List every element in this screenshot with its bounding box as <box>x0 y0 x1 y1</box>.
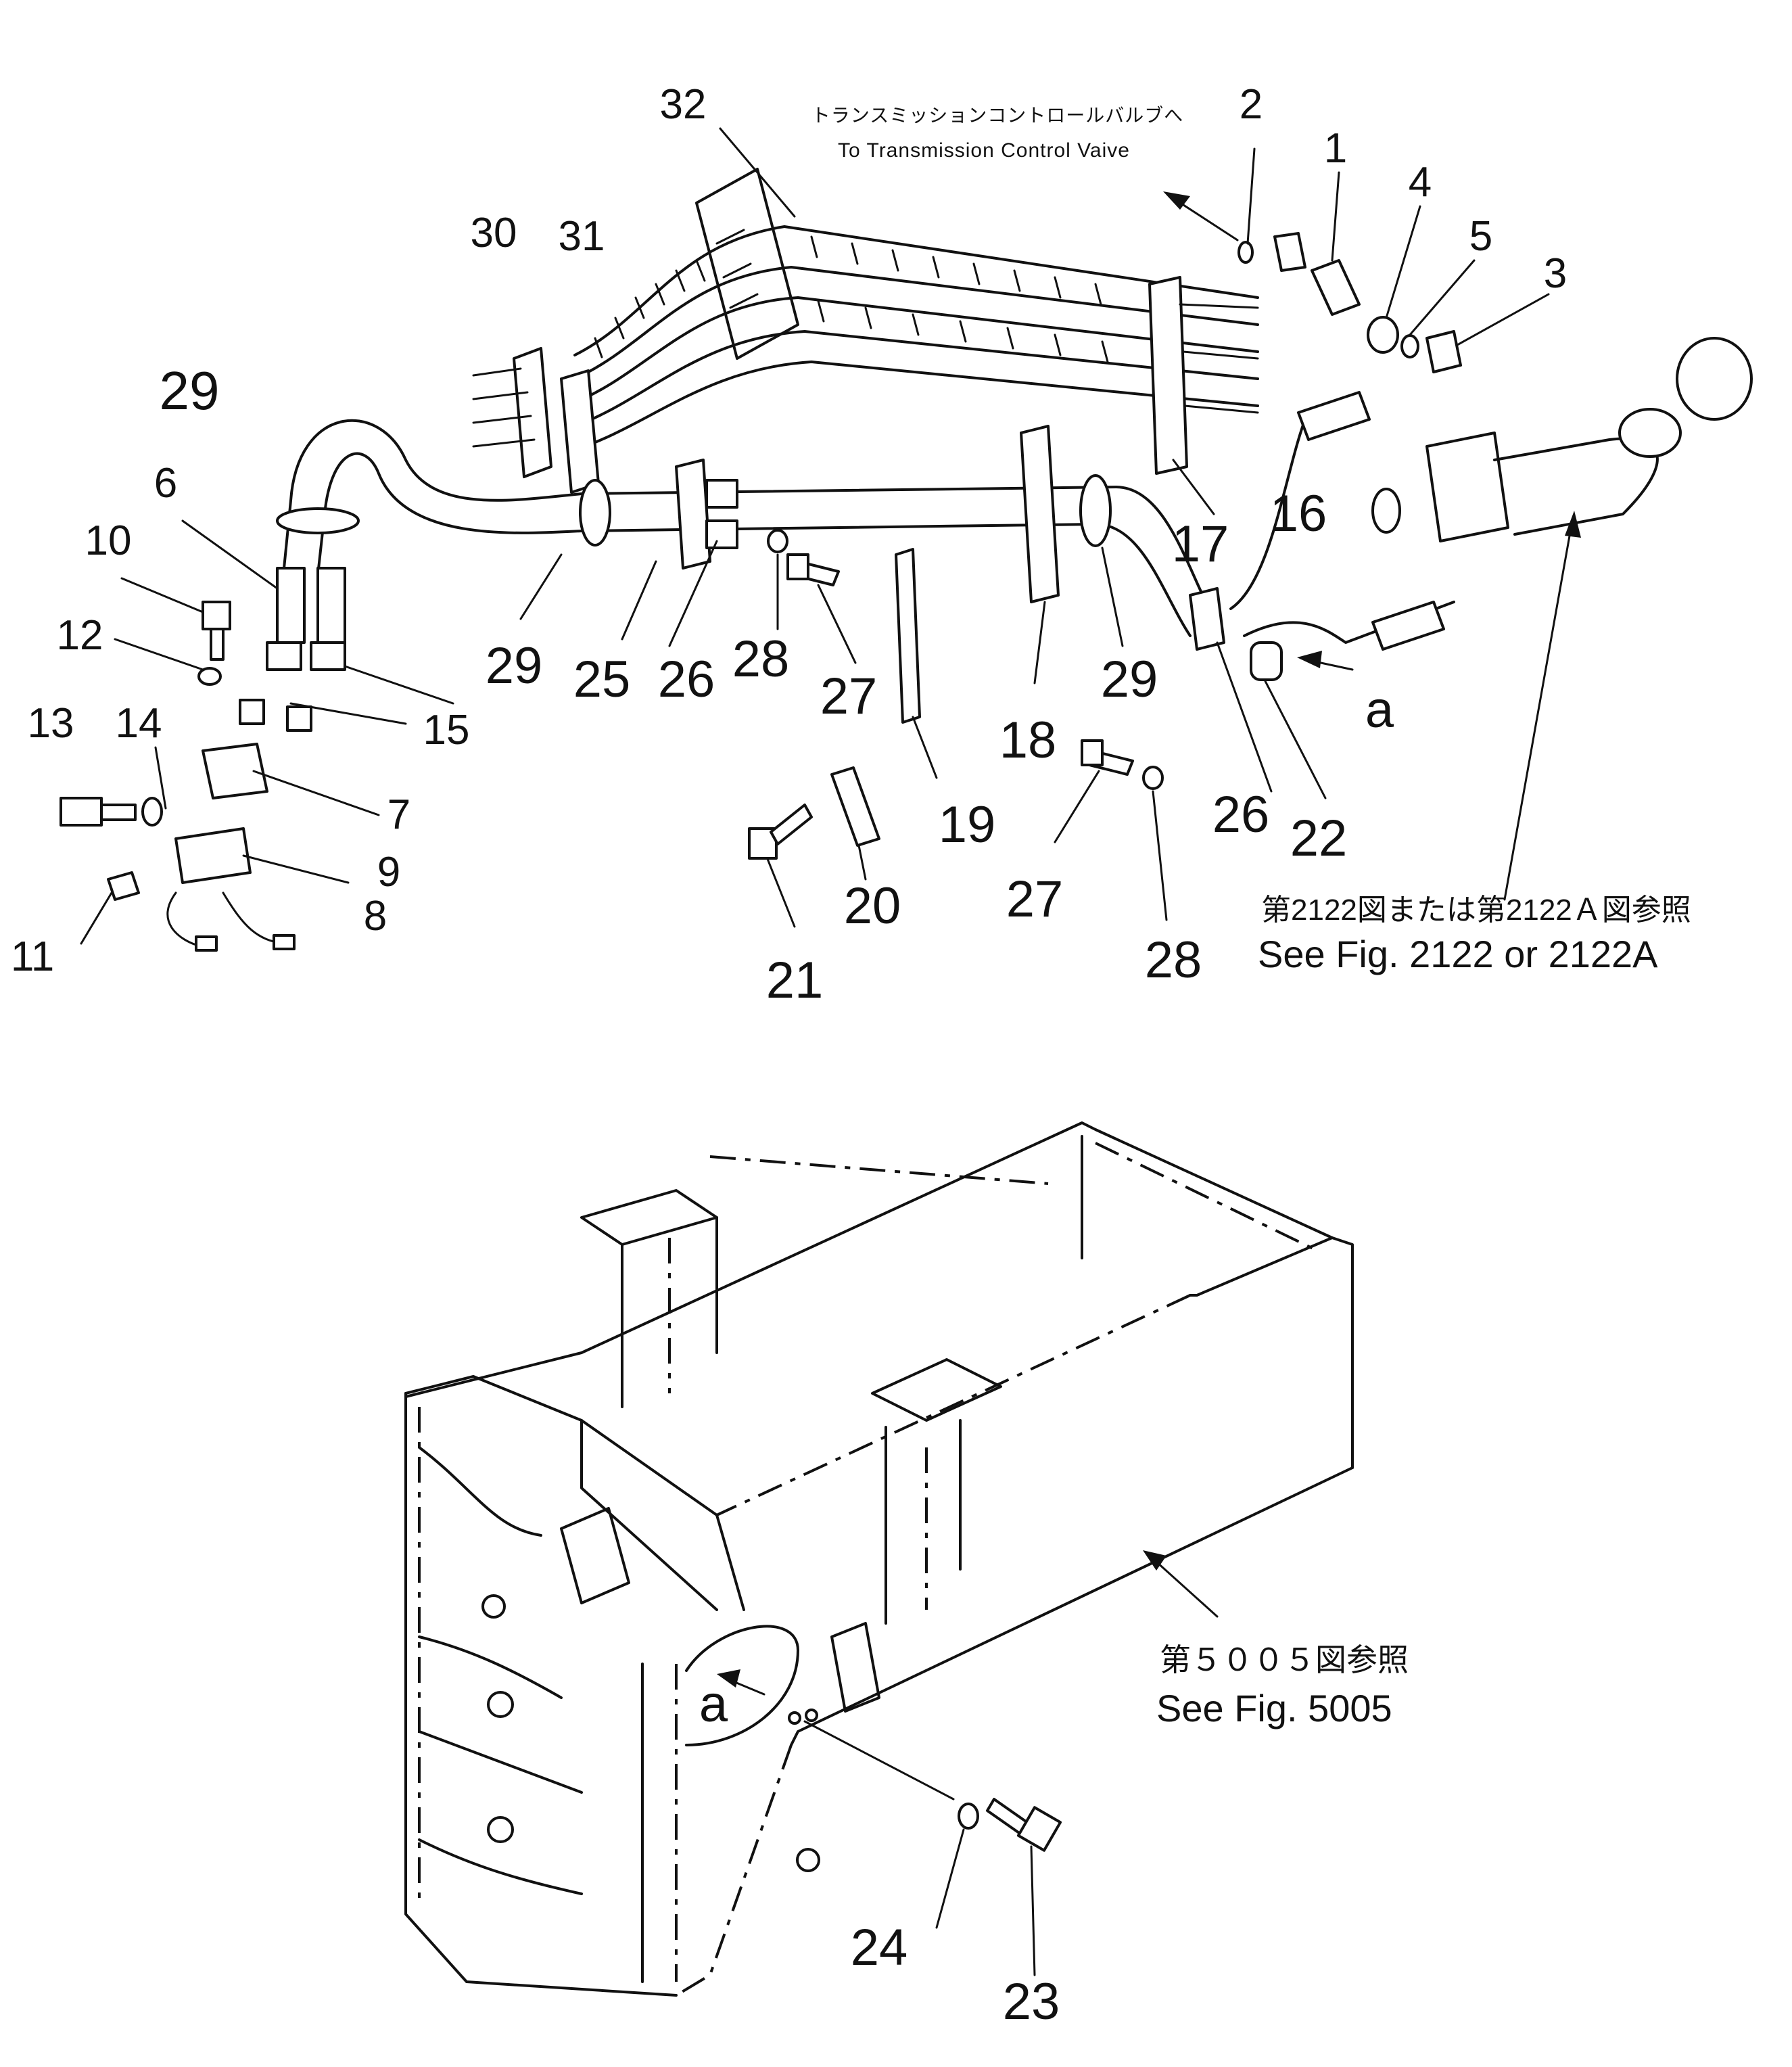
callout-16: 16 <box>1270 485 1327 542</box>
ref-letter-a-bottom: a <box>699 1675 728 1733</box>
callout-20: 20 <box>844 877 901 935</box>
callout-28-repeat: 28 <box>1145 931 1202 989</box>
left-switch-group <box>60 567 346 952</box>
callout-31: 31 <box>559 213 605 260</box>
callout-29-repeat-a: 29 <box>486 637 543 695</box>
callout-7: 7 <box>387 791 410 838</box>
clamp-17 <box>1148 276 1259 475</box>
callout-17: 17 <box>1172 515 1229 573</box>
right-fitting-group <box>1237 232 1753 651</box>
callout-4: 4 <box>1409 159 1432 206</box>
note-to-valve-jp: トランスミッションコントロールバルブへ <box>811 105 1183 126</box>
callout-26: 26 <box>658 651 715 708</box>
callout-21: 21 <box>766 952 824 1009</box>
callout-13: 13 <box>28 700 74 747</box>
note-fig5005-en: See Fig. 5005 <box>1156 1687 1392 1729</box>
callout-8: 8 <box>364 893 387 939</box>
callout-29-repeat-b: 29 <box>1101 651 1158 708</box>
callout-23: 23 <box>1003 1973 1060 2030</box>
callout-27: 27 <box>820 668 878 725</box>
callout-25: 25 <box>573 651 631 708</box>
callout-10: 10 <box>85 517 132 564</box>
callout-9: 9 <box>377 849 400 896</box>
main-frame <box>404 1121 1354 1997</box>
reference-notes: トランスミッションコントロールバルブへ To Transmission Cont… <box>811 105 1691 1729</box>
callout-14: 14 <box>116 700 162 747</box>
note-fig2122-en: See Fig. 2122 or 2122A <box>1258 933 1658 975</box>
callout-22: 22 <box>1290 810 1348 867</box>
callout-6: 6 <box>154 460 177 507</box>
callout-2: 2 <box>1240 81 1263 128</box>
fasteners <box>748 529 1283 860</box>
leader-lines <box>80 127 1550 945</box>
callout-18: 18 <box>999 712 1057 769</box>
callout-26-repeat: 26 <box>1212 786 1270 843</box>
callout-24: 24 <box>851 1919 908 1976</box>
callout-30: 30 <box>471 210 517 256</box>
callout-32: 32 <box>660 81 707 128</box>
lower-fasteners <box>717 1550 1219 1976</box>
callout-11: 11 <box>11 933 54 980</box>
callout-28: 28 <box>732 630 790 688</box>
callout-27-repeat: 27 <box>1006 870 1064 928</box>
main-pipe <box>276 418 1455 644</box>
callout-3: 3 <box>1544 250 1567 297</box>
note-fig2122-jp: 第2122図または第2122Ａ図参照 <box>1261 893 1691 927</box>
leader-arrows <box>1163 191 1581 901</box>
callout-1: 1 <box>1324 125 1347 172</box>
clamp-18-19 <box>895 425 1060 724</box>
callout-15: 15 <box>423 707 470 753</box>
note-fig5005-jp: 第５００５図参照 <box>1160 1642 1409 1677</box>
bracket-25-26 <box>675 459 1225 651</box>
ref-letter-a-top: a <box>1365 681 1394 739</box>
callout-labels: 1 2 3 4 5 6 7 8 9 10 11 12 13 14 15 16 1… <box>11 81 1567 2030</box>
note-to-valve-en: To Transmission Control Vaive <box>838 139 1130 162</box>
callout-19: 19 <box>939 796 996 854</box>
clamp-30-31 <box>472 347 600 494</box>
callout-29: 29 <box>160 361 220 421</box>
callout-5: 5 <box>1469 213 1492 260</box>
hose-bundle <box>573 168 1259 451</box>
callout-12: 12 <box>57 612 103 659</box>
